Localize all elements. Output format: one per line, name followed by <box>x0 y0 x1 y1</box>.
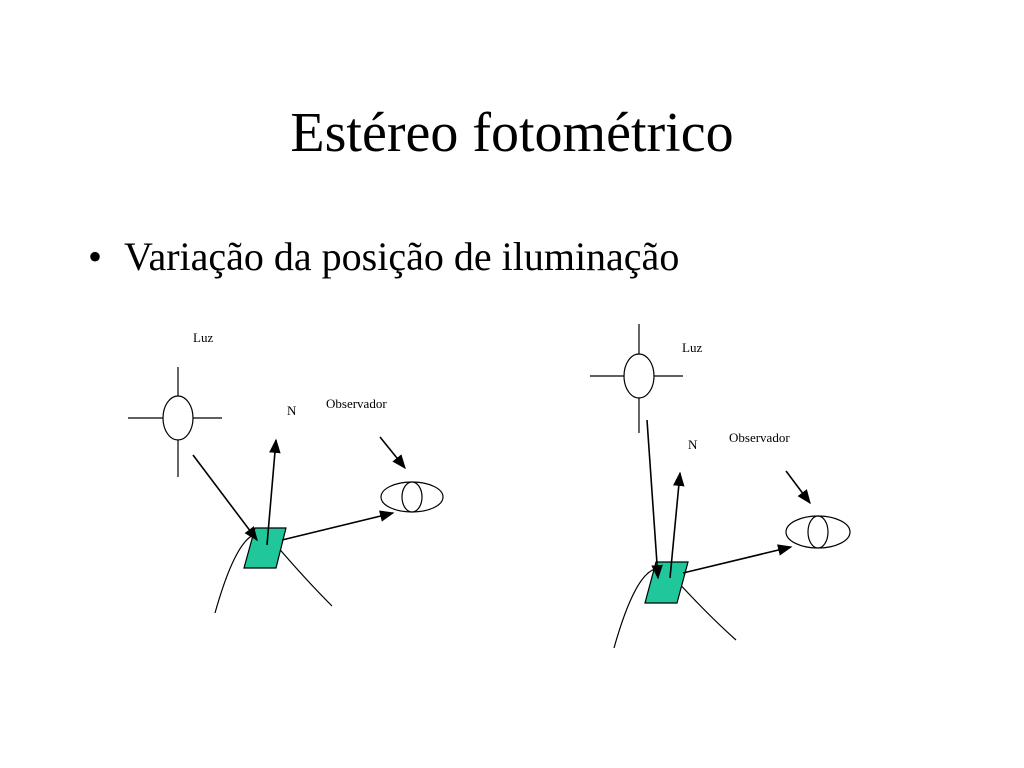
bullet-symbol: • <box>88 234 103 279</box>
reflected-light-arrow <box>281 510 395 541</box>
eye-icon <box>380 481 444 513</box>
surface-patch <box>644 561 689 604</box>
light-source-icon <box>590 324 683 433</box>
light-source-icon <box>128 367 222 477</box>
reflected-light-arrow <box>682 544 793 574</box>
bullet-item: • Variação da posição de iluminação <box>88 232 679 282</box>
incident-light-arrow <box>192 454 258 542</box>
panel-1: Luz N Observador <box>128 330 444 614</box>
normal-label: N <box>688 437 698 452</box>
observer-pointer-arrow <box>379 436 406 470</box>
slide-title: Estéreo fotométrico <box>290 102 734 164</box>
bullet-text: Variação da posição de iluminação <box>124 234 680 279</box>
normal-arrow <box>266 438 281 546</box>
normal-arrow <box>669 471 685 579</box>
bullet-list: • Variação da posição de iluminação <box>88 232 679 282</box>
normal-label: N <box>287 403 297 418</box>
light-label: Luz <box>193 330 213 345</box>
panel-2: Luz N Observador <box>590 324 851 649</box>
eye-icon <box>785 515 851 549</box>
incident-light-arrow <box>646 419 663 580</box>
observer-label: Observador <box>729 430 790 445</box>
surface-patch <box>243 527 287 569</box>
observer-pointer-arrow <box>785 470 811 505</box>
light-label: Luz <box>682 340 702 355</box>
observer-label: Observador <box>326 396 387 411</box>
